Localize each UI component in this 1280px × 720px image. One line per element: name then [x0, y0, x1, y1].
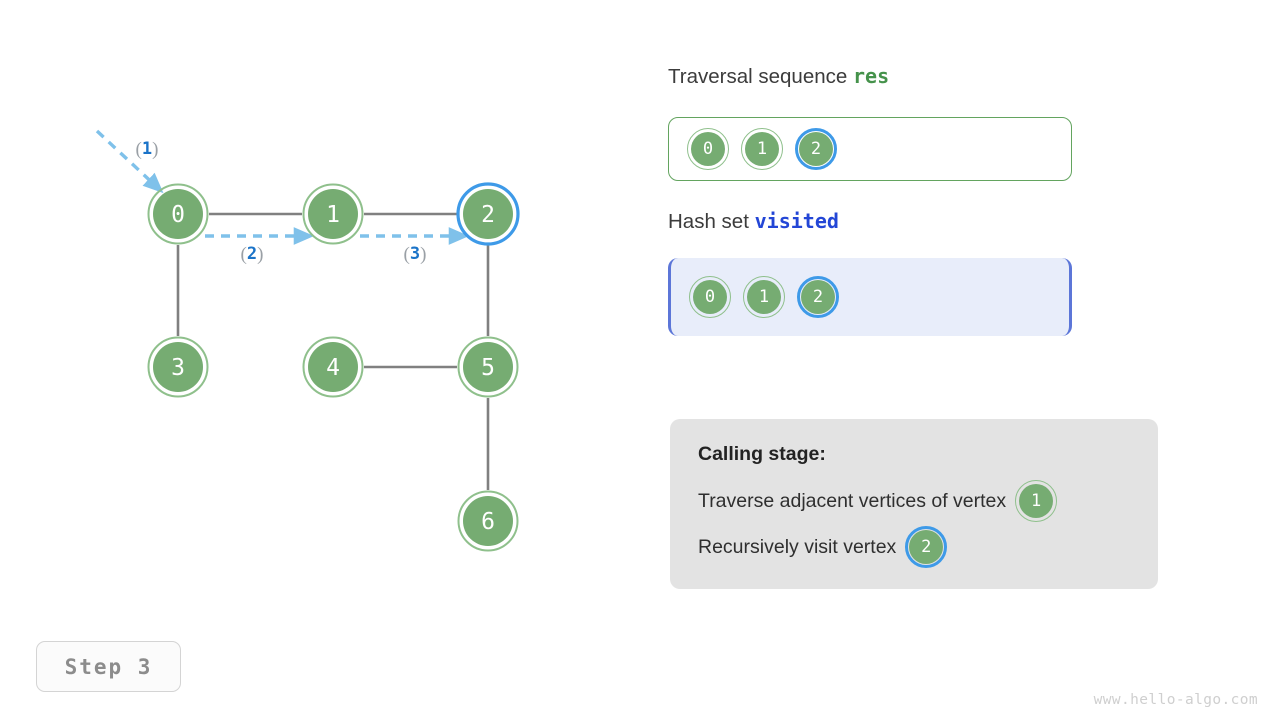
calling-stage-line-text: Recursively visit vertex [698, 535, 897, 558]
graph-nodes: 0 1 2 3 4 5 6 [147, 182, 520, 552]
chip-ring [1015, 480, 1058, 522]
traversal-arrow-label-3: (3) [404, 244, 427, 265]
graph-node-1[interactable]: 1 [302, 183, 364, 245]
chip-ring [687, 128, 729, 170]
node-fill [463, 496, 513, 546]
chip-ring [905, 526, 948, 568]
node-label: 0 [171, 202, 185, 228]
node-ring [457, 336, 519, 398]
node-fill [153, 342, 203, 392]
calling-stage-chip-1: 1 [1015, 480, 1058, 522]
chip-ring [797, 276, 839, 318]
visited-title-prefix: Hash set [668, 210, 749, 233]
graph-node-2[interactable]: 2 [456, 182, 520, 246]
visited-title-code: visited [754, 209, 839, 233]
node-label: 5 [481, 355, 495, 381]
visited-item-0: 0 [689, 276, 731, 318]
node-fill [308, 342, 358, 392]
calling-stage-line-2: Recursively visit vertex 2 [698, 524, 1158, 570]
graph-node-4[interactable]: 4 [302, 336, 364, 398]
node-fill [308, 189, 358, 239]
traversal-arrow-1 [95, 129, 164, 194]
traversal-arrow-label-1: (1) [136, 139, 159, 160]
graph-node-6[interactable]: 6 [457, 490, 519, 552]
graph-edges [176, 212, 490, 490]
step-badge: Step 3 [36, 641, 181, 692]
node-ring [456, 182, 520, 246]
node-ring [147, 183, 209, 245]
node-ring [457, 490, 519, 552]
node-ring [302, 183, 364, 245]
node-label: 2 [481, 202, 495, 228]
chip-ring [689, 276, 731, 318]
res-section-title: Traversal sequence res [668, 64, 889, 89]
chip-ring [741, 128, 783, 170]
res-item-0: 0 [687, 128, 729, 170]
graph-arrow-labels: (1) (2) (3) [136, 139, 427, 265]
visited-item-1: 1 [743, 276, 785, 318]
node-label: 3 [171, 355, 185, 381]
res-item-2: 2 [795, 128, 837, 170]
visited-section-title: Hash set visited [668, 209, 839, 234]
calling-stage-line-text: Traverse adjacent vertices of vertex [698, 489, 1007, 512]
graph-node-0[interactable]: 0 [147, 183, 209, 245]
graph-node-5[interactable]: 5 [457, 336, 519, 398]
node-fill [463, 189, 513, 239]
node-label: 1 [326, 202, 340, 228]
chip-ring [743, 276, 785, 318]
res-title-code: res [852, 64, 890, 88]
calling-stage-title: Calling stage: [698, 443, 826, 465]
node-label: 6 [481, 509, 495, 535]
res-item-1: 1 [741, 128, 783, 170]
traversal-arrow-label-2: (2) [241, 244, 264, 265]
res-title-prefix: Traversal sequence [668, 65, 848, 88]
graph-canvas: 0 1 2 3 4 5 6 (1) (2) (3) [95, 129, 520, 552]
node-ring [302, 336, 364, 398]
node-label: 4 [326, 355, 340, 381]
node-ring [147, 336, 209, 398]
graph-panel: 0 1 2 3 4 5 6 (1) (2) (3) [95, 129, 520, 552]
calling-stage-chip-2: 2 [905, 526, 948, 568]
calling-stage-card: Calling stage: Traverse adjacent vertice… [670, 419, 1158, 589]
node-fill [153, 189, 203, 239]
chip-ring [795, 128, 837, 170]
node-fill [463, 342, 513, 392]
graph-traversal-arrows [95, 129, 470, 245]
watermark: www.hello-algo.com [1093, 692, 1258, 708]
graph-node-3[interactable]: 3 [147, 336, 209, 398]
calling-stage-line-1: Traverse adjacent vertices of vertex 1 [698, 478, 1158, 524]
visited-item-2: 2 [797, 276, 839, 318]
